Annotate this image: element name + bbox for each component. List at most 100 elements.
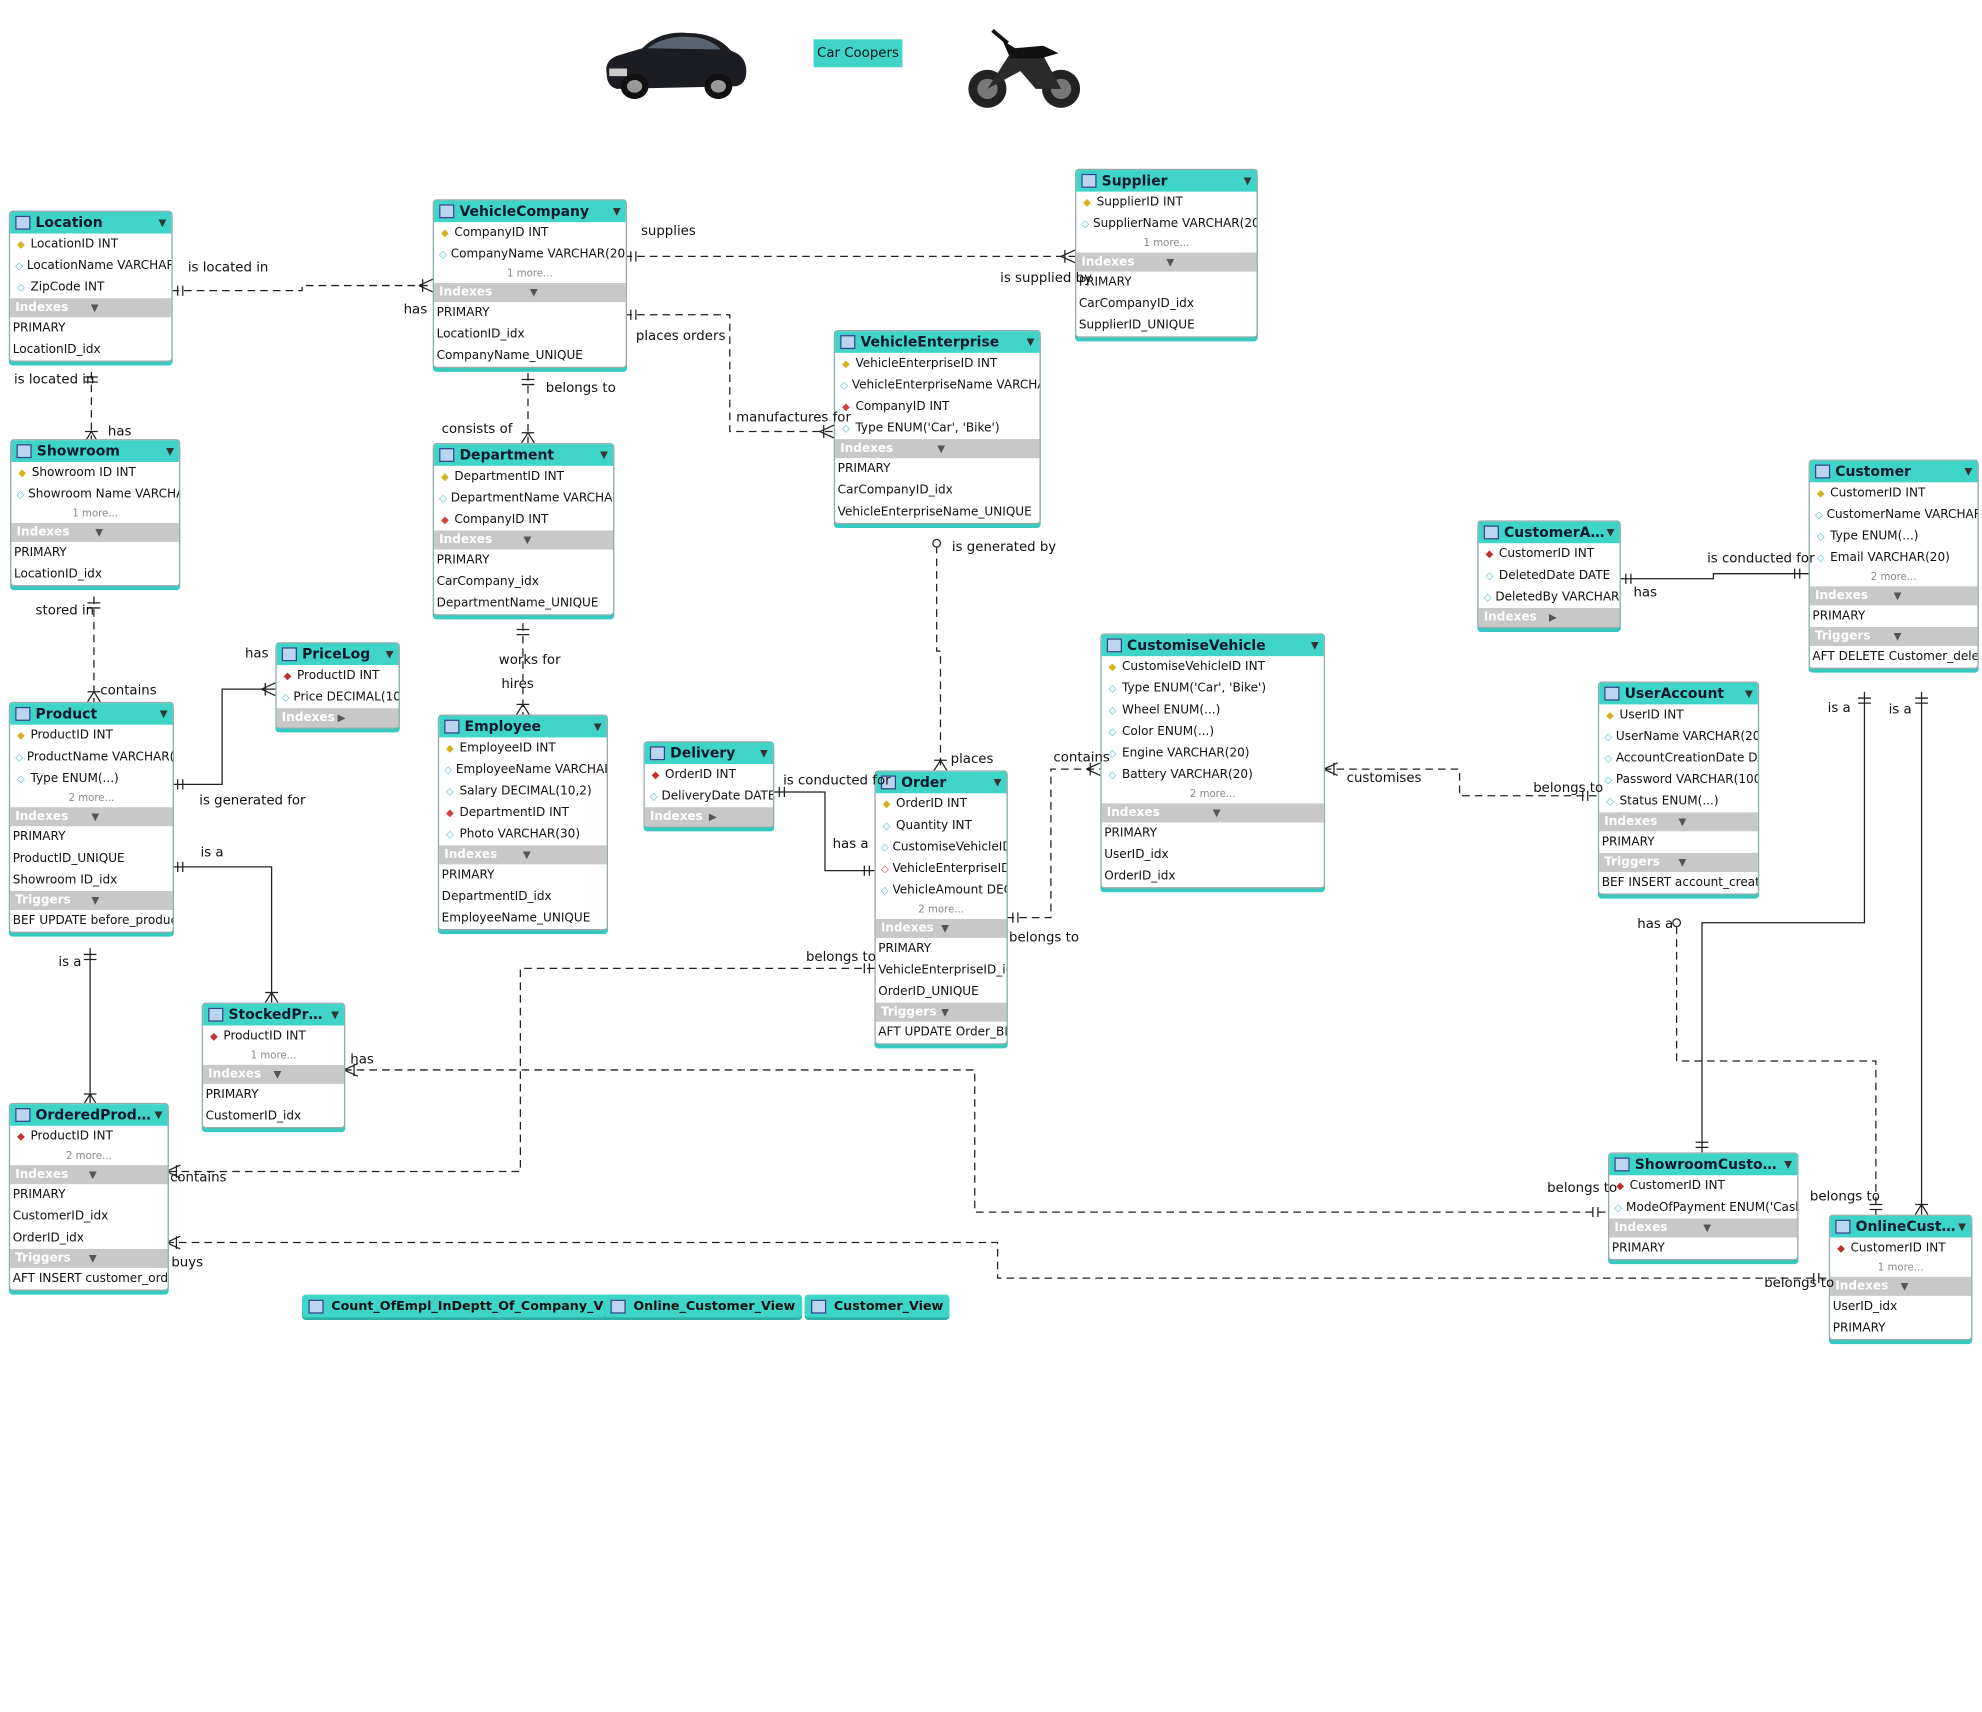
column-row[interactable]: ◆ProductID INT — [283, 668, 380, 683]
indexes-section[interactable]: Indexes▼ — [11, 522, 179, 542]
chevron-down-icon[interactable]: ▼ — [1744, 687, 1753, 700]
index-row[interactable]: PRIMARY — [1104, 826, 1158, 841]
column-row[interactable]: ◇Photo VARCHAR(30) — [446, 827, 581, 842]
trigger-row[interactable]: BEF UPDATE before_product... — [12, 913, 173, 928]
index-row[interactable]: PRIMARY — [12, 830, 66, 845]
entity-employee[interactable]: Employee▼ ◆EmployeeID INT ◇EmployeeName … — [437, 714, 608, 931]
column-row[interactable]: ◆VehicleEnterpriseID INT — [842, 356, 998, 371]
entity-department[interactable]: Department▼ ◆DepartmentID INT ◇Departmen… — [432, 442, 615, 616]
column-row[interactable]: ◆CustomerID INT — [1816, 486, 1926, 501]
column-row[interactable]: ◆CompanyID INT — [440, 512, 549, 527]
column-row[interactable]: ◇DepartmentName VARCHAR(20) — [439, 491, 613, 506]
column-row[interactable]: ◇Type ENUM(...) — [17, 771, 119, 786]
column-row[interactable]: ◆CustomerID INT — [1485, 547, 1595, 561]
chevron-down-icon[interactable]: ▼ — [154, 1109, 163, 1121]
indexes-section[interactable]: Indexes▼ — [1609, 1218, 1798, 1238]
chevron-down-icon[interactable]: ▼ — [1958, 1220, 1966, 1233]
column-row[interactable]: ◇ModeOfPayment ENUM('Cash', 'C... — [1614, 1200, 1797, 1215]
entity-showroom[interactable]: Showroom▼ ◆Showroom ID INT ◇Showroom Nam… — [10, 439, 181, 587]
index-row[interactable]: Showroom ID_idx — [12, 873, 118, 888]
indexes-section[interactable]: Indexes▼ — [875, 918, 1007, 938]
index-row[interactable]: PRIMARY — [1601, 835, 1655, 850]
column-row[interactable]: ◇DeliveryDate DATE — [649, 789, 773, 804]
indexes-section[interactable]: Indexes▼ — [203, 1064, 344, 1084]
chevron-down-icon[interactable]: ▼ — [1784, 1158, 1793, 1171]
column-row[interactable]: ◇Email VARCHAR(20) — [1816, 550, 1950, 565]
index-row[interactable]: PRIMARY — [837, 461, 891, 476]
index-row[interactable]: OrderID_idx — [1104, 869, 1176, 884]
column-row[interactable]: ◇Password VARCHAR(100) — [1604, 772, 1758, 787]
more-columns[interactable]: 1 more... — [1877, 1261, 1924, 1274]
entity-supplier[interactable]: Supplier▼ ◆SupplierID INT ◇SupplierName … — [1075, 168, 1258, 338]
column-row[interactable]: ◆OrderID INT — [882, 797, 967, 812]
column-row[interactable]: ◇LocationName VARCHAR(20) — [15, 258, 171, 273]
chevron-down-icon[interactable]: ▼ — [523, 534, 532, 546]
entity-onlinecustomer[interactable]: OnlineCusto...▼ ◆CustomerID INT 1 more..… — [1828, 1214, 1973, 1341]
indexes-section[interactable]: Indexes▼ — [10, 807, 173, 827]
indexes-section[interactable]: Indexes▼ — [1076, 252, 1257, 272]
indexes-section[interactable]: Indexes▼ — [434, 530, 614, 550]
column-row[interactable]: ◇DeletedBy VARCHAR(20) — [1483, 590, 1620, 605]
index-row[interactable]: SupplierID_UNIQUE — [1078, 318, 1195, 333]
chevron-down-icon[interactable]: ▼ — [385, 648, 394, 660]
column-row[interactable]: ◇CustomerName VARCHAR(20) — [1814, 507, 1977, 522]
view-count-employees[interactable]: Count_OfEmpl_InDeptt_Of_Company_View — [302, 1294, 635, 1318]
entity-product[interactable]: Product▼ ◆ProductID INT ◇ProductName VAR… — [8, 701, 174, 933]
trigger-row[interactable]: AFT INSERT customer_order... — [12, 1271, 168, 1286]
column-row[interactable]: ◆ProductID INT — [209, 1029, 306, 1044]
more-columns[interactable]: 2 more... — [1189, 788, 1236, 800]
indexes-section[interactable]: Indexes▼ — [1830, 1276, 1972, 1296]
entity-delivery[interactable]: Delivery▼ ◆OrderID INT ◇DeliveryDate DAT… — [643, 741, 775, 828]
column-row[interactable]: ◆DepartmentID INT — [440, 469, 564, 484]
chevron-down-icon[interactable]: ▼ — [273, 1068, 282, 1081]
entity-pricelog[interactable]: PriceLog▼ ◆ProductID INT ◇Price DECIMAL(… — [275, 642, 400, 729]
index-row[interactable]: PRIMARY — [1832, 1321, 1886, 1336]
index-row[interactable]: DepartmentName_UNIQUE — [436, 596, 599, 611]
column-row[interactable]: ◆CompanyID INT — [440, 225, 549, 240]
chevron-down-icon[interactable]: ▼ — [166, 445, 174, 457]
chevron-down-icon[interactable]: ▼ — [88, 1252, 97, 1265]
entity-orderedproduct[interactable]: OrderedProduct▼ ◆ProductID INT 2 more...… — [8, 1102, 169, 1291]
chevron-down-icon[interactable]: ▼ — [600, 449, 608, 461]
column-row[interactable]: ◇Status ENUM(...) — [1606, 794, 1719, 809]
more-columns[interactable]: 1 more... — [1143, 237, 1190, 249]
indexes-section[interactable]: Indexes▼ — [10, 298, 172, 318]
index-row[interactable]: PRIMARY — [12, 321, 66, 336]
chevron-down-icon[interactable]: ▼ — [1026, 336, 1035, 348]
index-row[interactable]: PRIMARY — [436, 553, 490, 568]
chevron-down-icon[interactable]: ▼ — [90, 302, 99, 314]
triggers-section[interactable]: Triggers▼ — [1809, 626, 1978, 647]
chevron-right-icon[interactable]: ▶ — [708, 811, 717, 823]
column-row[interactable]: ◆CustomiseVehicleID INT — [1108, 659, 1265, 674]
chevron-down-icon[interactable]: ▼ — [1703, 1222, 1712, 1234]
more-columns[interactable]: 2 more... — [65, 1149, 112, 1162]
chevron-down-icon[interactable]: ▼ — [522, 849, 531, 861]
column-row[interactable]: ◇ProductName VARCHAR(20) — [15, 750, 173, 765]
column-row[interactable]: ◇Price DECIMAL(10,2) — [281, 690, 399, 705]
indexes-section[interactable]: Indexes▶ — [1478, 607, 1620, 627]
indexes-section[interactable]: Indexes▼ — [1599, 812, 1758, 832]
index-row[interactable]: PRIMARY — [13, 545, 67, 560]
column-row[interactable]: ◆UserID INT — [1606, 708, 1684, 723]
trigger-row[interactable]: AFT UPDATE Order_BE... — [878, 1025, 1006, 1040]
chevron-down-icon[interactable]: ▼ — [941, 1006, 949, 1018]
view-customer[interactable]: Customer_View — [804, 1294, 950, 1318]
chevron-down-icon[interactable]: ▼ — [1166, 256, 1175, 268]
column-row[interactable]: ◇ZipCode INT — [17, 280, 105, 295]
entity-useraccount[interactable]: UserAccount▼ ◆UserID INT ◇UserName VARCH… — [1597, 681, 1760, 895]
column-row[interactable]: ◇DeletedDate DATE — [1485, 568, 1611, 583]
column-row[interactable]: ◆Showroom ID INT — [18, 465, 136, 480]
more-columns[interactable]: 1 more... — [250, 1049, 297, 1062]
chevron-down-icon[interactable]: ▼ — [159, 708, 168, 720]
index-row[interactable]: PRIMARY — [205, 1087, 259, 1102]
chevron-down-icon[interactable]: ▼ — [612, 205, 621, 218]
trigger-row[interactable]: BEF INSERT account_create_... — [1601, 875, 1758, 890]
entity-customisevehicle[interactable]: CustomiseVehicle▼ ◆CustomiseVehicleID IN… — [1100, 633, 1326, 889]
index-row[interactable]: OrderID_UNIQUE — [878, 984, 979, 999]
chevron-down-icon[interactable]: ▼ — [1678, 856, 1687, 869]
column-row[interactable]: ◇Type ENUM('Car', 'Bike') — [842, 421, 1000, 436]
column-row[interactable]: ◇Type ENUM(...) — [1816, 529, 1919, 544]
column-row[interactable]: ◇EmployeeName VARCHAR(20) — [444, 762, 606, 777]
column-row[interactable]: ◇Engine VARCHAR(20) — [1108, 746, 1250, 761]
column-row[interactable]: ◇VehicleEnterpriseName VARCHAR(20) — [840, 378, 1039, 393]
